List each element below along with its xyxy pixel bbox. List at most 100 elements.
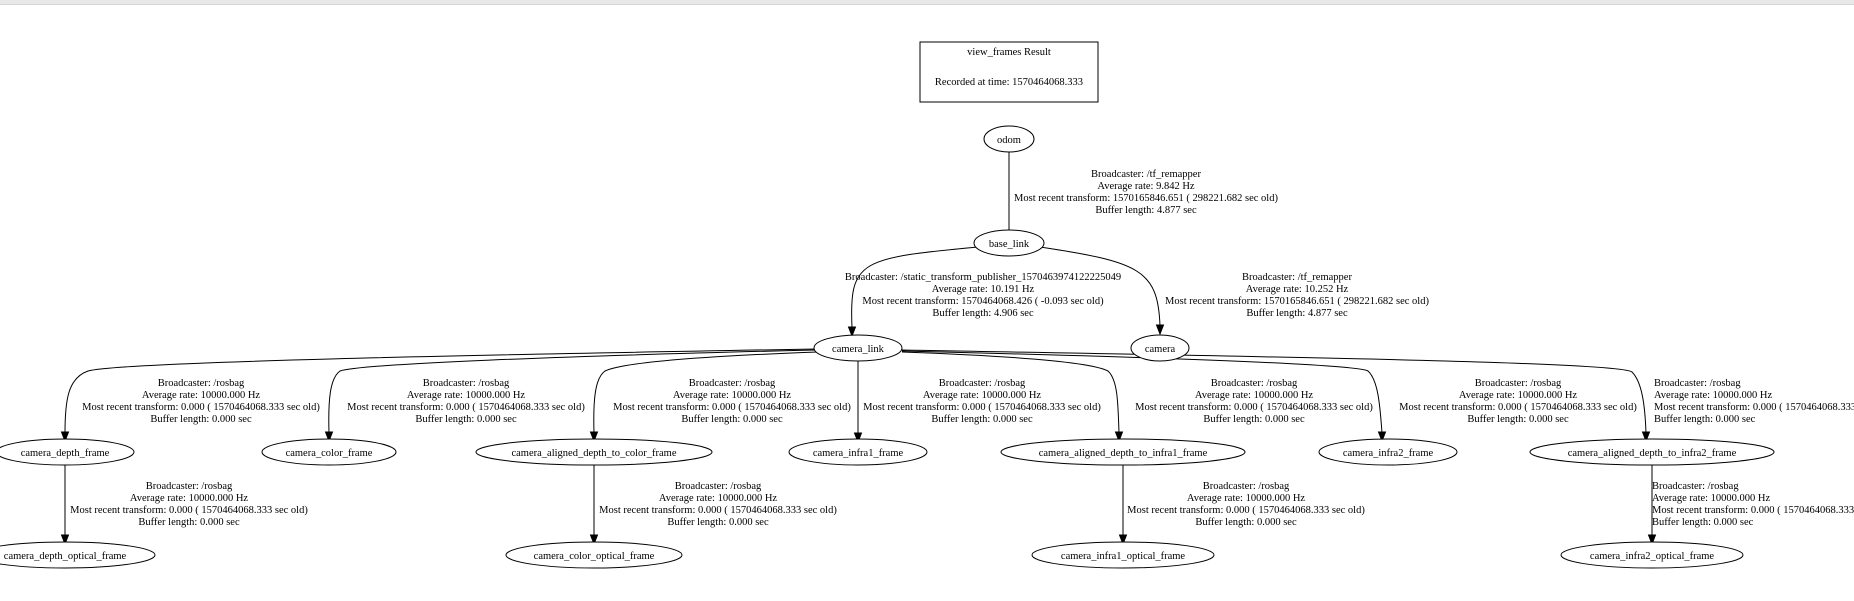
title-box: view_frames Result Recorded at time: 157…	[919, 41, 1099, 103]
edge-label-line: Average rate: 10000.000 Hz	[407, 390, 526, 401]
node-camera-aligned-depth-to-infra2-frame[interactable]: camera_aligned_depth_to_infra2_frame	[1529, 438, 1775, 466]
node-label: camera_depth_frame	[21, 448, 110, 459]
edge-label-line: Buffer length: 0.000 sec	[1654, 414, 1756, 425]
title-text: view_frames Result	[967, 47, 1051, 58]
edge-label-line: Average rate: 10000.000 Hz	[1187, 493, 1306, 504]
edge-label-line: Average rate: 9.842 Hz	[1097, 181, 1195, 192]
edge-label-line: Most recent transform: 0.000 ( 157046406…	[1127, 505, 1365, 516]
edge-label-line: Buffer length: 0.000 sec	[415, 414, 517, 425]
edge-label-line: Average rate: 10000.000 Hz	[142, 390, 261, 401]
edge-label-rosbag-depth: Broadcaster: /rosbag Average rate: 10000…	[82, 378, 320, 425]
edge-label-line: Buffer length: 0.000 sec	[1203, 414, 1305, 425]
edge-label-line: Broadcaster: /rosbag	[146, 481, 233, 492]
edge-label-line: Most recent transform: 1570165846.651 ( …	[1014, 193, 1278, 204]
node-camera-infra1-frame[interactable]: camera_infra1_frame	[788, 438, 928, 466]
edge-label-line: Broadcaster: /rosbag	[939, 378, 1026, 389]
edge-label-line: Average rate: 10.191 Hz	[932, 284, 1035, 295]
edge-label-line: Most recent transform: 0.000 ( 157046406…	[1654, 402, 1854, 413]
edge-label-line: Average rate: 10000.000 Hz	[1652, 493, 1771, 504]
edge-label-line: Most recent transform: 0.000 ( 157046406…	[70, 505, 308, 516]
node-camera-color-optical-frame[interactable]: camera_color_optical_frame	[505, 541, 683, 569]
node-camera-infra2-optical-frame[interactable]: camera_infra2_optical_frame	[1560, 541, 1744, 569]
edge-label-rosbag-color-optical: Broadcaster: /rosbag Average rate: 10000…	[599, 481, 837, 528]
node-camera-infra2-frame[interactable]: camera_infra2_frame	[1318, 438, 1458, 466]
edge-base-link-camera	[1039, 246, 1165, 336]
edge-label-line: Average rate: 10.252 Hz	[1246, 284, 1349, 295]
edge-camera-link-camera-infra1-frame	[853, 358, 863, 444]
edge-label-line: Buffer length: 0.000 sec	[681, 414, 783, 425]
edge-label-line: Buffer length: 4.906 sec	[932, 308, 1034, 319]
edge-label-line: Most recent transform: 0.000 ( 157046406…	[613, 402, 851, 413]
edge-base-link-camera-link	[847, 246, 979, 338]
node-base-link[interactable]: base_link	[973, 229, 1045, 257]
edge-label-rosbag-depth-optical: Broadcaster: /rosbag Average rate: 10000…	[70, 481, 308, 528]
edge-camera-link-camera-aligned-depth-to-infra1-frame	[901, 351, 1124, 443]
edge-odom-base-link	[1004, 152, 1014, 244]
edge-label-rosbag-infra2-optical: Broadcaster: /rosbag Average rate: 10000…	[1652, 481, 1854, 528]
edge-label-odom-base-link: Broadcaster: /tf_remapper Average rate: …	[1014, 169, 1278, 216]
edge-label-line: Broadcaster: /rosbag	[1203, 481, 1290, 492]
edge-label-line: Average rate: 10000.000 Hz	[1195, 390, 1314, 401]
edge-label-rosbag-aligned-infra1: Broadcaster: /rosbag Average rate: 10000…	[1135, 378, 1373, 425]
edge-label-line: Most recent transform: 1570165846.651 ( …	[1165, 296, 1429, 307]
edge-label-line: Broadcaster: /tf_remapper	[1091, 169, 1201, 180]
node-label: camera_color_frame	[286, 448, 373, 459]
edge-label-line: Most recent transform: 0.000 ( 157046406…	[1652, 505, 1854, 516]
edge-label-line: Broadcaster: /rosbag	[1475, 378, 1562, 389]
edge-label-line: Broadcaster: /tf_remapper	[1242, 272, 1352, 283]
node-label: camera_infra2_frame	[1343, 448, 1434, 459]
node-camera-depth-optical-frame[interactable]: camera_depth_optical_frame	[0, 541, 156, 569]
edge-label-line: Average rate: 10000.000 Hz	[130, 493, 249, 504]
edge-label-line: Buffer length: 0.000 sec	[138, 517, 240, 528]
edge-label-line: Buffer length: 0.000 sec	[1195, 517, 1297, 528]
node-camera[interactable]: camera	[1130, 334, 1190, 362]
edge-label-line: Most recent transform: 0.000 ( 157046406…	[1399, 402, 1637, 413]
node-odom[interactable]: odom	[983, 125, 1035, 153]
edge-camera-link-camera-color-frame	[324, 349, 817, 443]
edge-aligned-infra1-frame-infra1-optical-frame	[1118, 463, 1128, 546]
edge-label-base-link-camera-link: Broadcaster: /static_transform_publisher…	[845, 272, 1121, 319]
edge-label-line: Buffer length: 0.000 sec	[1652, 517, 1754, 528]
node-camera-link[interactable]: camera_link	[813, 334, 903, 362]
edge-camera-link-camera-depth-frame	[60, 348, 817, 443]
node-label: base_link	[989, 239, 1030, 250]
edge-label-line: Average rate: 10000.000 Hz	[923, 390, 1042, 401]
edge-label-line: Most recent transform: 0.000 ( 157046406…	[82, 402, 320, 413]
recorded-time-text: Recorded at time: 1570464068.333	[935, 77, 1083, 88]
node-camera-depth-frame[interactable]: camera_depth_frame	[0, 438, 135, 466]
edge-label-line: Most recent transform: 1570464068.426 ( …	[862, 296, 1104, 307]
node-camera-aligned-depth-to-infra1-frame[interactable]: camera_aligned_depth_to_infra1_frame	[1000, 438, 1246, 466]
edge-label-line: Buffer length: 4.877 sec	[1246, 308, 1348, 319]
node-label: camera_infra1_frame	[813, 448, 904, 459]
edge-label-line: Most recent transform: 0.000 ( 157046406…	[863, 402, 1101, 413]
edge-label-rosbag-color: Broadcaster: /rosbag Average rate: 10000…	[347, 378, 585, 425]
node-label: camera_infra1_optical_frame	[1061, 551, 1186, 562]
node-camera-aligned-depth-to-color-frame[interactable]: camera_aligned_depth_to_color_frame	[475, 438, 713, 466]
edge-camera-link-camera-infra2-frame	[901, 350, 1387, 443]
edge-label-line: Broadcaster: /static_transform_publisher…	[845, 272, 1121, 283]
edge-label-line: Buffer length: 0.000 sec	[667, 517, 769, 528]
node-label: odom	[997, 135, 1021, 146]
edge-label-line: Most recent transform: 0.000 ( 157046406…	[1135, 402, 1373, 413]
edge-label-rosbag-aligned-color: Broadcaster: /rosbag Average rate: 10000…	[613, 378, 851, 425]
edge-label-line: Broadcaster: /rosbag	[675, 481, 762, 492]
node-label: camera	[1145, 344, 1176, 355]
node-label: camera_aligned_depth_to_infra1_frame	[1039, 448, 1208, 459]
node-label: camera_infra2_optical_frame	[1590, 551, 1715, 562]
edge-label-line: Broadcaster: /rosbag	[1211, 378, 1298, 389]
edge-label-line: Broadcaster: /rosbag	[423, 378, 510, 389]
edge-label-line: Broadcaster: /rosbag	[689, 378, 776, 389]
edge-camera-link-camera-aligned-depth-to-infra2-frame	[901, 349, 1651, 443]
node-camera-color-frame[interactable]: camera_color_frame	[261, 438, 397, 466]
edge-label-line: Average rate: 10000.000 Hz	[673, 390, 792, 401]
edge-label-rosbag-infra1: Broadcaster: /rosbag Average rate: 10000…	[863, 378, 1101, 425]
node-camera-infra1-optical-frame[interactable]: camera_infra1_optical_frame	[1031, 541, 1215, 569]
edge-label-line: Most recent transform: 0.000 ( 157046406…	[599, 505, 837, 516]
edge-label-rosbag-infra2: Broadcaster: /rosbag Average rate: 10000…	[1399, 378, 1637, 425]
top-bar	[0, 0, 1854, 5]
edge-label-line: Broadcaster: /rosbag	[1652, 481, 1739, 492]
edge-label-line: Average rate: 10000.000 Hz	[1654, 390, 1773, 401]
node-label: camera_depth_optical_frame	[4, 551, 127, 562]
edge-label-line: Most recent transform: 0.000 ( 157046406…	[347, 402, 585, 413]
